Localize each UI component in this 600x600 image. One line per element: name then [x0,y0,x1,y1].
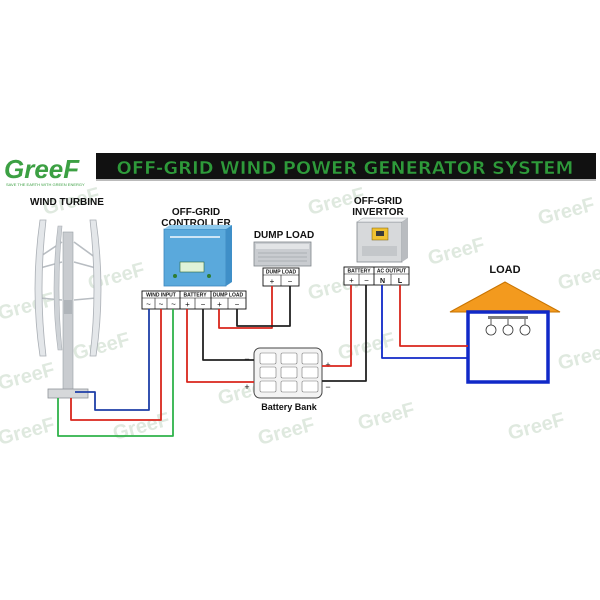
battery-cell [280,352,298,365]
wire-invertor-minus [322,285,367,382]
greef-logo: GreeF SAVE THE EARTH WITH GREEN ENERGY [4,154,85,187]
wire-invertor-plus [322,285,352,367]
invertor-terminal-header-battery: BATTERY [347,269,371,275]
terminal-l: L [398,278,403,285]
dump-load-device [253,241,312,267]
wire-controller-battery-plus [186,309,254,383]
house-walls [466,310,550,384]
battery-cell [280,366,298,379]
battery-cell [301,366,319,379]
controller-device [163,225,232,287]
terminal-header-dump-load: DUMP LOAD [213,293,244,299]
title-banner: OFF-GRID WIND POWER GENERATOR SYSTEM [96,153,596,181]
watermark-logo: GreeF [556,339,600,375]
battery-bank-label: Battery Bank [261,402,318,412]
battery-cell [259,366,277,379]
dump-load-label: DUMP LOAD [254,230,314,241]
battery-cell [301,352,319,365]
watermark-logo: GreeF [556,259,600,295]
wire-wind-blue [75,309,150,411]
terminal-ac: ~ [146,300,151,309]
battery-bank: − + + − Battery Bank [244,347,331,412]
bulb-icon [502,319,514,336]
wire-wind-red [70,309,162,421]
terminal-minus: − [288,277,293,286]
terminal-ac: ~ [171,300,176,309]
turbine-blade [34,219,47,357]
bulb-icon [485,319,497,336]
battery-minus-left: − [244,354,249,364]
bulb-icon [519,319,531,336]
battery-cell [280,380,298,393]
logo-tagline: SAVE THE EARTH WITH GREEN ENERGY [6,182,85,187]
wire-dump-plus [218,286,273,329]
battery-cell [259,352,277,365]
battery-plus-right: + [325,360,330,370]
terminal-ac: ~ [159,300,164,309]
terminal-plus: + [217,300,222,309]
battery-cell [259,380,277,393]
invertor-label-line2: INVERTOR [352,207,404,218]
invertor-terminal-block: BATTERY AC OUTPUT + − N L [343,266,410,286]
watermark-logo: GreeF [111,409,173,445]
watermark-logo: GreeF [0,414,57,450]
invertor-label-line1: OFF-GRID [354,196,402,207]
controller-label-line1: OFF-GRID [172,207,220,218]
turbine-blade [53,225,63,351]
terminal-header-wind-input: WIND INPUT [146,293,176,299]
watermark-logo: GreeF [256,414,318,450]
wire-controller-battery-minus [202,309,254,361]
watermark-logo: GreeF [356,399,418,435]
terminal-plus: + [270,277,275,286]
controller-display [179,261,205,273]
controller-label-line2: CONTROLLER [161,218,231,229]
wire-wind-green [57,309,174,437]
terminal-plus: + [185,300,190,309]
terminal-minus: − [235,300,240,309]
wiring [57,285,468,437]
wire-ac-neutral [381,285,468,359]
watermark-logo: GreeF [426,234,488,270]
load-label: LOAD [489,264,520,276]
battery-plus-left: + [244,382,249,392]
terminal-plus: + [349,276,354,285]
terminal-header-battery: BATTERY [183,293,207,299]
terminal-minus: − [201,300,206,309]
terminal-minus: − [364,276,369,285]
wire-ac-live [399,285,468,347]
logo-text: GreeF [4,154,80,184]
wire-dump-minus [236,286,291,327]
battery-minus-right: − [325,382,330,392]
battery-cell [301,380,319,393]
watermark-logo: GreeF [506,409,568,445]
invertor-terminal-header-ac-output: AC OUTPUT [377,269,406,275]
dump-load-terminal-header: DUMP LOAD [266,270,297,276]
dump-load-terminal-block: DUMP LOAD + − [262,267,300,287]
watermark-logo: GreeF [71,329,133,365]
controller-terminal-block: WIND INPUT BATTERY DUMP LOAD ~ ~ ~ + − +… [141,290,247,310]
wind-turbine [34,219,102,399]
terminal-n: N [380,278,385,285]
page-title: OFF-GRID WIND POWER GENERATOR SYSTEM [117,158,574,179]
house-roof [449,281,561,313]
wind-turbine-label: WIND TURBINE [30,197,104,208]
load-house [449,281,561,384]
invertor-device [356,217,409,263]
watermark-logo: GreeF [536,194,598,230]
watermark-logo: GreeF [0,289,57,325]
turbine-blade [89,219,102,357]
